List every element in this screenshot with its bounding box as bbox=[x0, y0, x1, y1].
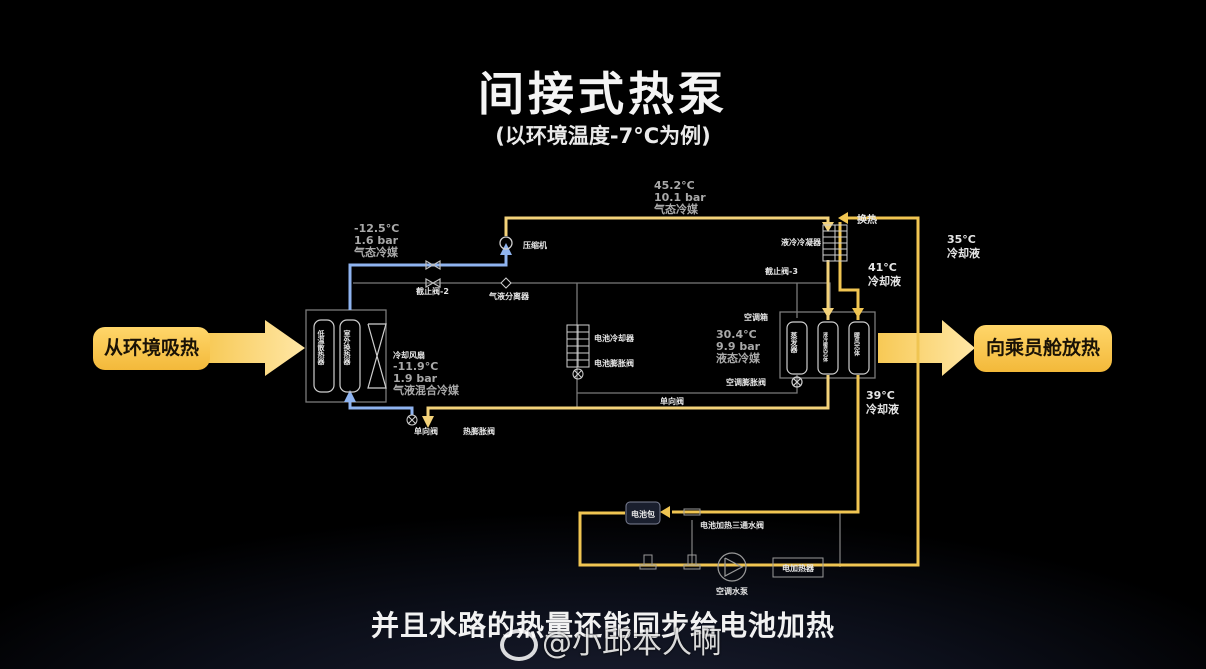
state-after-condenser-pressure: 9.9 bar bbox=[716, 340, 761, 353]
water-pump-icon bbox=[717, 552, 747, 582]
label-hvac-expansion-valve: 空调膨胀阀 bbox=[726, 377, 766, 387]
label-battery-chiller: 电池冷却器 bbox=[594, 333, 635, 343]
page-subtitle: (以环境温度-7°C为例) bbox=[495, 124, 711, 148]
state-evaporator-in-phase: 气液混合冷媒 bbox=[392, 383, 460, 397]
cold-flow-arrow-bottom bbox=[344, 390, 356, 402]
expansion-valve-low bbox=[406, 414, 418, 426]
weibo-logo-icon bbox=[500, 628, 538, 661]
release-heat-arrow bbox=[878, 320, 975, 376]
coolant-temp-2: 41°C bbox=[868, 261, 897, 274]
battery-chiller-icon bbox=[566, 324, 590, 380]
label-check-valve-low: 单向阀 bbox=[414, 426, 438, 436]
coolant-label-1: 冷却液 bbox=[947, 246, 981, 260]
watermark-text: @小邱本人啊 bbox=[542, 626, 722, 661]
label-shutoff-valve-3: 截止阀-3 bbox=[765, 266, 798, 276]
watermark: @小邱本人啊 bbox=[500, 618, 722, 662]
label-cooling-fan: 冷却风扇 bbox=[393, 350, 425, 360]
label-thermal-expansion-valve: 热膨胀阀 bbox=[463, 426, 495, 436]
state-compressor-inlet-pressure: 1.6 bar bbox=[354, 234, 399, 247]
electric-heater bbox=[772, 557, 824, 578]
state-compressor-outlet-phase: 气态冷媒 bbox=[653, 202, 699, 216]
label-battery-pack: 电池包 bbox=[631, 509, 655, 519]
coolant-temp-3: 39°C bbox=[866, 389, 895, 402]
sensor-icons bbox=[639, 554, 701, 570]
label-battery-expansion-valve: 电池膨胀阀 bbox=[594, 358, 634, 368]
hot-flow-arrow-3 bbox=[422, 416, 434, 428]
coolant-arrow-hvac bbox=[852, 308, 864, 318]
battery-3way-valve-icon bbox=[683, 508, 701, 516]
state-compressor-inlet-phase: 气态冷媒 bbox=[353, 245, 399, 259]
hot-refrigerant-line bbox=[426, 216, 830, 420]
label-front-core-left: 低温散热器 bbox=[317, 329, 326, 366]
label-hvac-box: 空调箱 bbox=[744, 312, 768, 322]
coolant-temp-1: 35°C bbox=[947, 233, 976, 246]
state-evaporator-in-pressure: 1.9 bar bbox=[393, 372, 438, 385]
hot-flow-arrow-2 bbox=[822, 308, 834, 318]
label-hvac-core-1: 蒸发器 bbox=[790, 331, 799, 354]
label-water-pump: 空调水泵 bbox=[716, 586, 748, 596]
coolant-label-2: 冷却液 bbox=[868, 274, 902, 288]
state-evaporator-in-temp: -11.9°C bbox=[393, 360, 438, 373]
state-compressor-inlet-temp: -12.5°C bbox=[354, 222, 399, 235]
label-liquid-condenser: 液冷冷凝器 bbox=[781, 237, 822, 247]
cold-refrigerant-line bbox=[348, 250, 508, 415]
release-heat-pill: 向乘员舱放热 bbox=[974, 325, 1112, 372]
state-after-condenser-temp: 30.4°C bbox=[716, 328, 757, 341]
label-electric-heater: 电加热器 bbox=[782, 563, 815, 573]
absorb-heat-pill: 从环境吸热 bbox=[93, 327, 210, 370]
page-title: 间接式热泵 bbox=[478, 67, 728, 121]
cooling-fan-icon bbox=[367, 323, 387, 389]
coolant-arrow-in bbox=[838, 212, 848, 224]
liquid-condenser-icon bbox=[822, 224, 848, 262]
shutoff-valve-2-icon bbox=[425, 259, 441, 289]
label-heat-exchange: 换热 bbox=[857, 213, 877, 226]
label-accumulator: 气液分离器 bbox=[488, 291, 530, 301]
label-compressor: 压缩机 bbox=[523, 240, 547, 250]
state-compressor-outlet-pressure: 10.1 bar bbox=[654, 191, 706, 204]
accumulator-icon bbox=[500, 277, 512, 289]
label-hvac-core-2: 液冷暖风芯体 bbox=[822, 331, 829, 363]
label-shutoff-valve-2: 截止阀-2 bbox=[416, 286, 449, 296]
coolant-arrow-battery bbox=[660, 506, 670, 518]
label-front-core-right: 室外换热器 bbox=[343, 329, 352, 366]
battery-pack bbox=[625, 501, 661, 525]
grey-pipes bbox=[305, 282, 876, 567]
label-battery-3way-valve: 电池加热三通水阀 bbox=[700, 520, 764, 530]
subtitle-caption: 并且水路的热量还能同步给电池加热 bbox=[370, 609, 835, 642]
state-after-condenser-phase: 液态冷媒 bbox=[716, 351, 761, 365]
label-check-valve-mid: 单向阀 bbox=[660, 396, 684, 406]
hvac-cores bbox=[786, 321, 870, 388]
compressor-icon bbox=[499, 236, 513, 250]
label-hvac-core-3: 暖风芯体 bbox=[853, 331, 860, 357]
coolant-label-3: 冷却液 bbox=[866, 402, 900, 416]
front-cores bbox=[313, 319, 387, 393]
state-compressor-outlet-temp: 45.2°C bbox=[654, 179, 695, 192]
coolant-line bbox=[578, 216, 920, 567]
absorb-heat-arrow bbox=[205, 320, 305, 376]
